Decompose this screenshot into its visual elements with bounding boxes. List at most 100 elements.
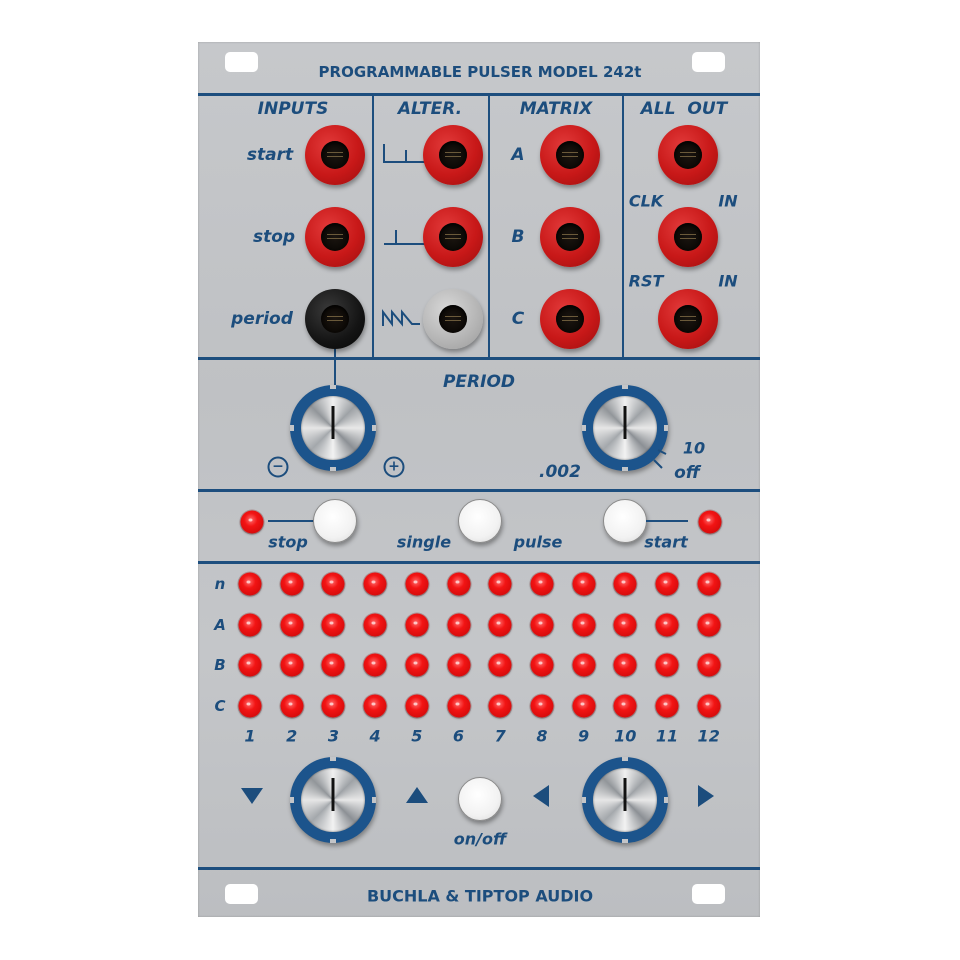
led-column-label: 10: [614, 726, 637, 746]
start-label: start: [644, 532, 688, 552]
matrix-led: [697, 613, 721, 636]
led-row-label: B: [214, 656, 226, 674]
matrix-c-label: C: [511, 309, 525, 329]
double-step-wave-icon: [383, 144, 428, 163]
matrix-led: [363, 572, 387, 596]
single-pulse-button[interactable]: [458, 499, 502, 543]
all-out-jack[interactable]: [658, 125, 718, 185]
divider-alter-matrix: [488, 94, 490, 358]
matrix-led: [280, 653, 304, 677]
matrix-led: [572, 613, 596, 636]
input-stop-jack[interactable]: [305, 207, 365, 267]
matrix-led: [530, 694, 554, 717]
input-period-label: period: [231, 309, 293, 329]
matrix-led: [363, 613, 387, 636]
down-arrow-icon: [241, 788, 263, 804]
period-jack-to-knob-line: [334, 319, 336, 389]
matrix-led: [488, 694, 512, 717]
matrix-led: [238, 613, 262, 636]
period-scale-ticks: [653, 449, 667, 469]
matrix-led: [321, 613, 345, 636]
matrix-led: [655, 653, 679, 677]
matrix-led: [280, 572, 304, 596]
alter-header: ALTER.: [397, 99, 463, 119]
matrix-a-label: A: [511, 145, 525, 165]
matrix-led: [530, 653, 554, 677]
matrix-led: [405, 572, 429, 596]
period-header: PERIOD: [442, 372, 516, 392]
all-out-header: ALL OUT: [640, 99, 728, 119]
matrix-led: [655, 694, 679, 717]
period-cv-knob[interactable]: [290, 385, 376, 471]
single-step-wave-icon: [384, 230, 428, 245]
period-off-label: off: [674, 463, 700, 483]
led-column-label: 3: [327, 726, 339, 746]
clk-in-jack[interactable]: [658, 207, 718, 267]
input-start-label: start: [246, 145, 294, 165]
right-arrow-icon: [698, 785, 714, 807]
divider-period-bottom: [198, 489, 760, 492]
manufacturer-footer: BUCHLA & TIPTOP AUDIO: [366, 886, 594, 906]
matrix-led: [363, 694, 387, 717]
led-column-label: 5: [411, 726, 423, 746]
left-arrow-icon: [533, 785, 549, 807]
clk-label: CLK: [628, 191, 664, 211]
matrix-led: [321, 572, 345, 596]
matrix-led: [488, 613, 512, 636]
matrix-led: [572, 653, 596, 677]
column-select-knob[interactable]: [582, 757, 668, 843]
matrix-led: [655, 613, 679, 636]
matrix-led: [613, 572, 637, 596]
input-start-jack[interactable]: [305, 125, 365, 185]
input-period-jack[interactable]: [305, 289, 365, 349]
matrix-led: [447, 694, 470, 717]
alter-jack-3[interactable]: [423, 289, 483, 349]
matrix-led: [697, 653, 721, 677]
stop-button[interactable]: [313, 499, 357, 543]
period-knob[interactable]: [582, 385, 668, 471]
matrix-led: [405, 613, 429, 636]
matrix-led: [280, 613, 304, 636]
mount-hole-bottom-left: [225, 884, 258, 904]
matrix-header: MATRIX: [519, 99, 593, 119]
input-stop-label: stop: [252, 227, 296, 247]
sawtooth-wave-icon: [382, 309, 420, 327]
led-column-label: 6: [452, 726, 465, 746]
matrix-led: [655, 572, 679, 596]
matrix-c-jack[interactable]: [540, 289, 600, 349]
divider-jacks-bottom: [198, 357, 760, 360]
stop-led: [240, 510, 264, 534]
mount-hole-top-right: [692, 52, 725, 72]
alter-jack-2[interactable]: [423, 207, 483, 267]
rst-in-jack[interactable]: [658, 289, 718, 349]
matrix-led: [572, 572, 596, 596]
minus-icon: −: [267, 456, 289, 478]
matrix-b-jack[interactable]: [540, 207, 600, 267]
start-button[interactable]: [603, 499, 647, 543]
mount-hole-bottom-right: [692, 884, 725, 904]
mount-hole-top-left: [225, 52, 258, 72]
matrix-led: [572, 694, 596, 717]
rst-label: RST: [628, 271, 664, 291]
matrix-led: [697, 694, 721, 717]
alter-jack-1[interactable]: [423, 125, 483, 185]
matrix-led: [530, 613, 554, 636]
matrix-led: [447, 572, 470, 596]
pulse-label: pulse: [513, 532, 563, 552]
period-max-label: 10: [682, 438, 706, 458]
led-column-label: 1: [244, 726, 256, 746]
led-column-label: 12: [697, 726, 720, 746]
led-column-label: 7: [494, 726, 506, 746]
matrix-led: [238, 653, 262, 677]
matrix-a-jack[interactable]: [540, 125, 600, 185]
single-label: single: [396, 532, 452, 552]
divider-matrix-allout: [622, 94, 624, 358]
matrix-led: [405, 653, 429, 677]
onoff-button[interactable]: [458, 777, 502, 821]
onoff-label: on/off: [453, 829, 507, 849]
led-column-label: 4: [369, 726, 381, 746]
matrix-led: [447, 653, 470, 677]
led-column-label: 2: [286, 726, 298, 746]
led-column-label: 9: [578, 726, 590, 746]
row-select-knob[interactable]: [290, 757, 376, 843]
